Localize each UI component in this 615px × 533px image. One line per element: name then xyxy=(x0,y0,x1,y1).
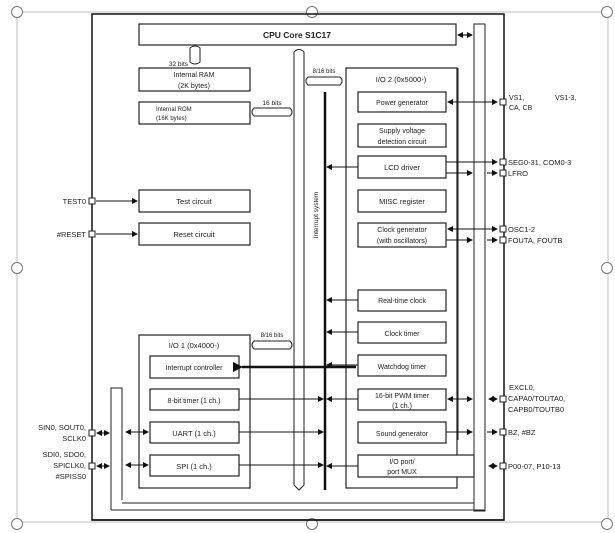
supply-voltage-block xyxy=(357,123,447,148)
io1-bus-label: 8/16 bits xyxy=(261,333,284,339)
pwm-timer-label-1: 16-bit PWM timer xyxy=(375,393,430,400)
clock-generator-label-2: (with oscillators) xyxy=(377,238,427,245)
pin-label-reset: #RESET xyxy=(57,230,87,239)
resize-handle-bl[interactable] xyxy=(11,518,23,530)
internal-rom-block xyxy=(138,101,251,125)
interrupt-system-label: Interrupt system xyxy=(313,192,320,239)
left-pin-bus xyxy=(110,387,123,510)
io-port-label-2: port MUX xyxy=(387,469,417,476)
io-port-label-1: I/O port/ xyxy=(389,459,414,466)
cpu-core-label: CPU Core S1C17 xyxy=(263,30,331,40)
resize-handle-ml[interactable] xyxy=(11,262,23,274)
ram-label-line1: Internal RAM xyxy=(174,72,215,79)
pin-label-fout: FOUTA, FOUTB xyxy=(508,236,562,245)
resize-handle-mr[interactable] xyxy=(601,262,613,274)
misc-register-label: MISC register xyxy=(379,197,425,206)
cpu-core-block xyxy=(138,23,457,46)
io2-bus-label: 8/16 bits xyxy=(313,69,336,75)
clock-generator-label-1: Clock generator xyxy=(377,227,427,234)
interrupt-arrows xyxy=(326,164,358,469)
interrupt-controller-label: Interrupt controller xyxy=(166,365,223,372)
pin-label-uart-1: SIN0, SOUT0, xyxy=(38,423,86,432)
pin-label-capb0: CAPB0/TOUTB0 xyxy=(508,405,564,414)
spi-label: SPI (1 ch.) xyxy=(176,462,212,471)
pin-label-vs1-3: VS1-3, xyxy=(555,95,576,102)
pin-label-osc: OSC1-2 xyxy=(508,225,535,234)
supply-voltage-label-2: detection circuit xyxy=(378,139,427,146)
rom-label-line2: (16K bytes) xyxy=(156,116,187,122)
selection-frame xyxy=(11,6,613,530)
rom-bus-label: 16 bits xyxy=(262,100,282,107)
pin-label-bz: BZ, #BZ xyxy=(508,428,536,437)
ram-label-line2: (2K bytes) xyxy=(178,83,210,90)
real-time-clock-label: Real-time clock xyxy=(378,298,426,305)
resize-handle-tm[interactable] xyxy=(306,6,318,18)
supply-voltage-label-1: Supply voltage xyxy=(379,128,425,135)
io1-pin-arrows xyxy=(96,429,149,469)
pin-label-ca-cb: CA, CB xyxy=(509,105,533,112)
resize-handle-bm[interactable] xyxy=(306,518,318,530)
pwm-timer-label-2: (1 ch.) xyxy=(392,403,412,410)
power-generator-label: Power generator xyxy=(376,100,428,107)
resize-handle-br[interactable] xyxy=(601,518,613,530)
test-circuit-label: Test circuit xyxy=(176,197,212,206)
pin-label-spi-3: #SPISS0 xyxy=(56,472,86,481)
resize-handle-tr[interactable] xyxy=(601,6,613,18)
pin-label-vs1: VS1, xyxy=(509,95,524,102)
misc-register-block xyxy=(357,189,447,213)
central-data-bus xyxy=(293,49,305,491)
pin-label-spi-1: SDI0, SDO0, xyxy=(43,450,86,459)
internal-ram-block xyxy=(138,67,251,92)
pin-label-test0: TEST0 xyxy=(63,197,86,206)
clock-timer-label: Clock timer xyxy=(384,331,420,338)
watchdog-timer-label: Watchdog timer xyxy=(378,364,427,371)
pin-label-excl0: EXCL0, xyxy=(509,383,535,392)
resize-handle-tl[interactable] xyxy=(11,6,23,18)
pin-label-spi-2: SPICLK0, xyxy=(53,461,86,470)
clock-generator-block xyxy=(357,222,447,248)
pin-label-ports: P00-07, P10-13 xyxy=(508,462,561,471)
sound-generator-label: Sound generator xyxy=(376,431,429,438)
io1-interrupt-arrows xyxy=(239,396,324,468)
right-pins xyxy=(499,98,507,470)
pin-label-capa0: CAPA0/TOUTA0, xyxy=(508,394,565,403)
pin-label-seg-com: SEG0-31, COM0-3 xyxy=(508,158,571,167)
io2-pin-arrows xyxy=(446,99,498,469)
reset-circuit-label: Reset circuit xyxy=(173,230,215,239)
right-bus-column xyxy=(473,23,486,512)
8bit-timer-label: 8-bit timer (1 ch.) xyxy=(168,398,221,405)
uart-label: UART (1 ch.) xyxy=(172,429,216,438)
io2-blocks: Power generator Supply voltage detection… xyxy=(357,91,475,478)
test-circuit-block xyxy=(138,189,251,213)
io2-title: I/O 2 (0x5000-) xyxy=(376,75,427,84)
io1-title: I/O 1 (0x4000-) xyxy=(169,341,220,350)
rom-label-line1: Internal ROM xyxy=(156,107,192,113)
ram-bus-label: 32 bits xyxy=(169,61,189,68)
reset-circuit-block xyxy=(138,222,251,246)
pin-label-lfro: LFRO xyxy=(508,169,528,178)
pin-label-uart-2: SCLK0 xyxy=(62,434,86,443)
lcd-driver-label: LCD driver xyxy=(384,163,420,172)
power-generator-block xyxy=(357,91,447,113)
